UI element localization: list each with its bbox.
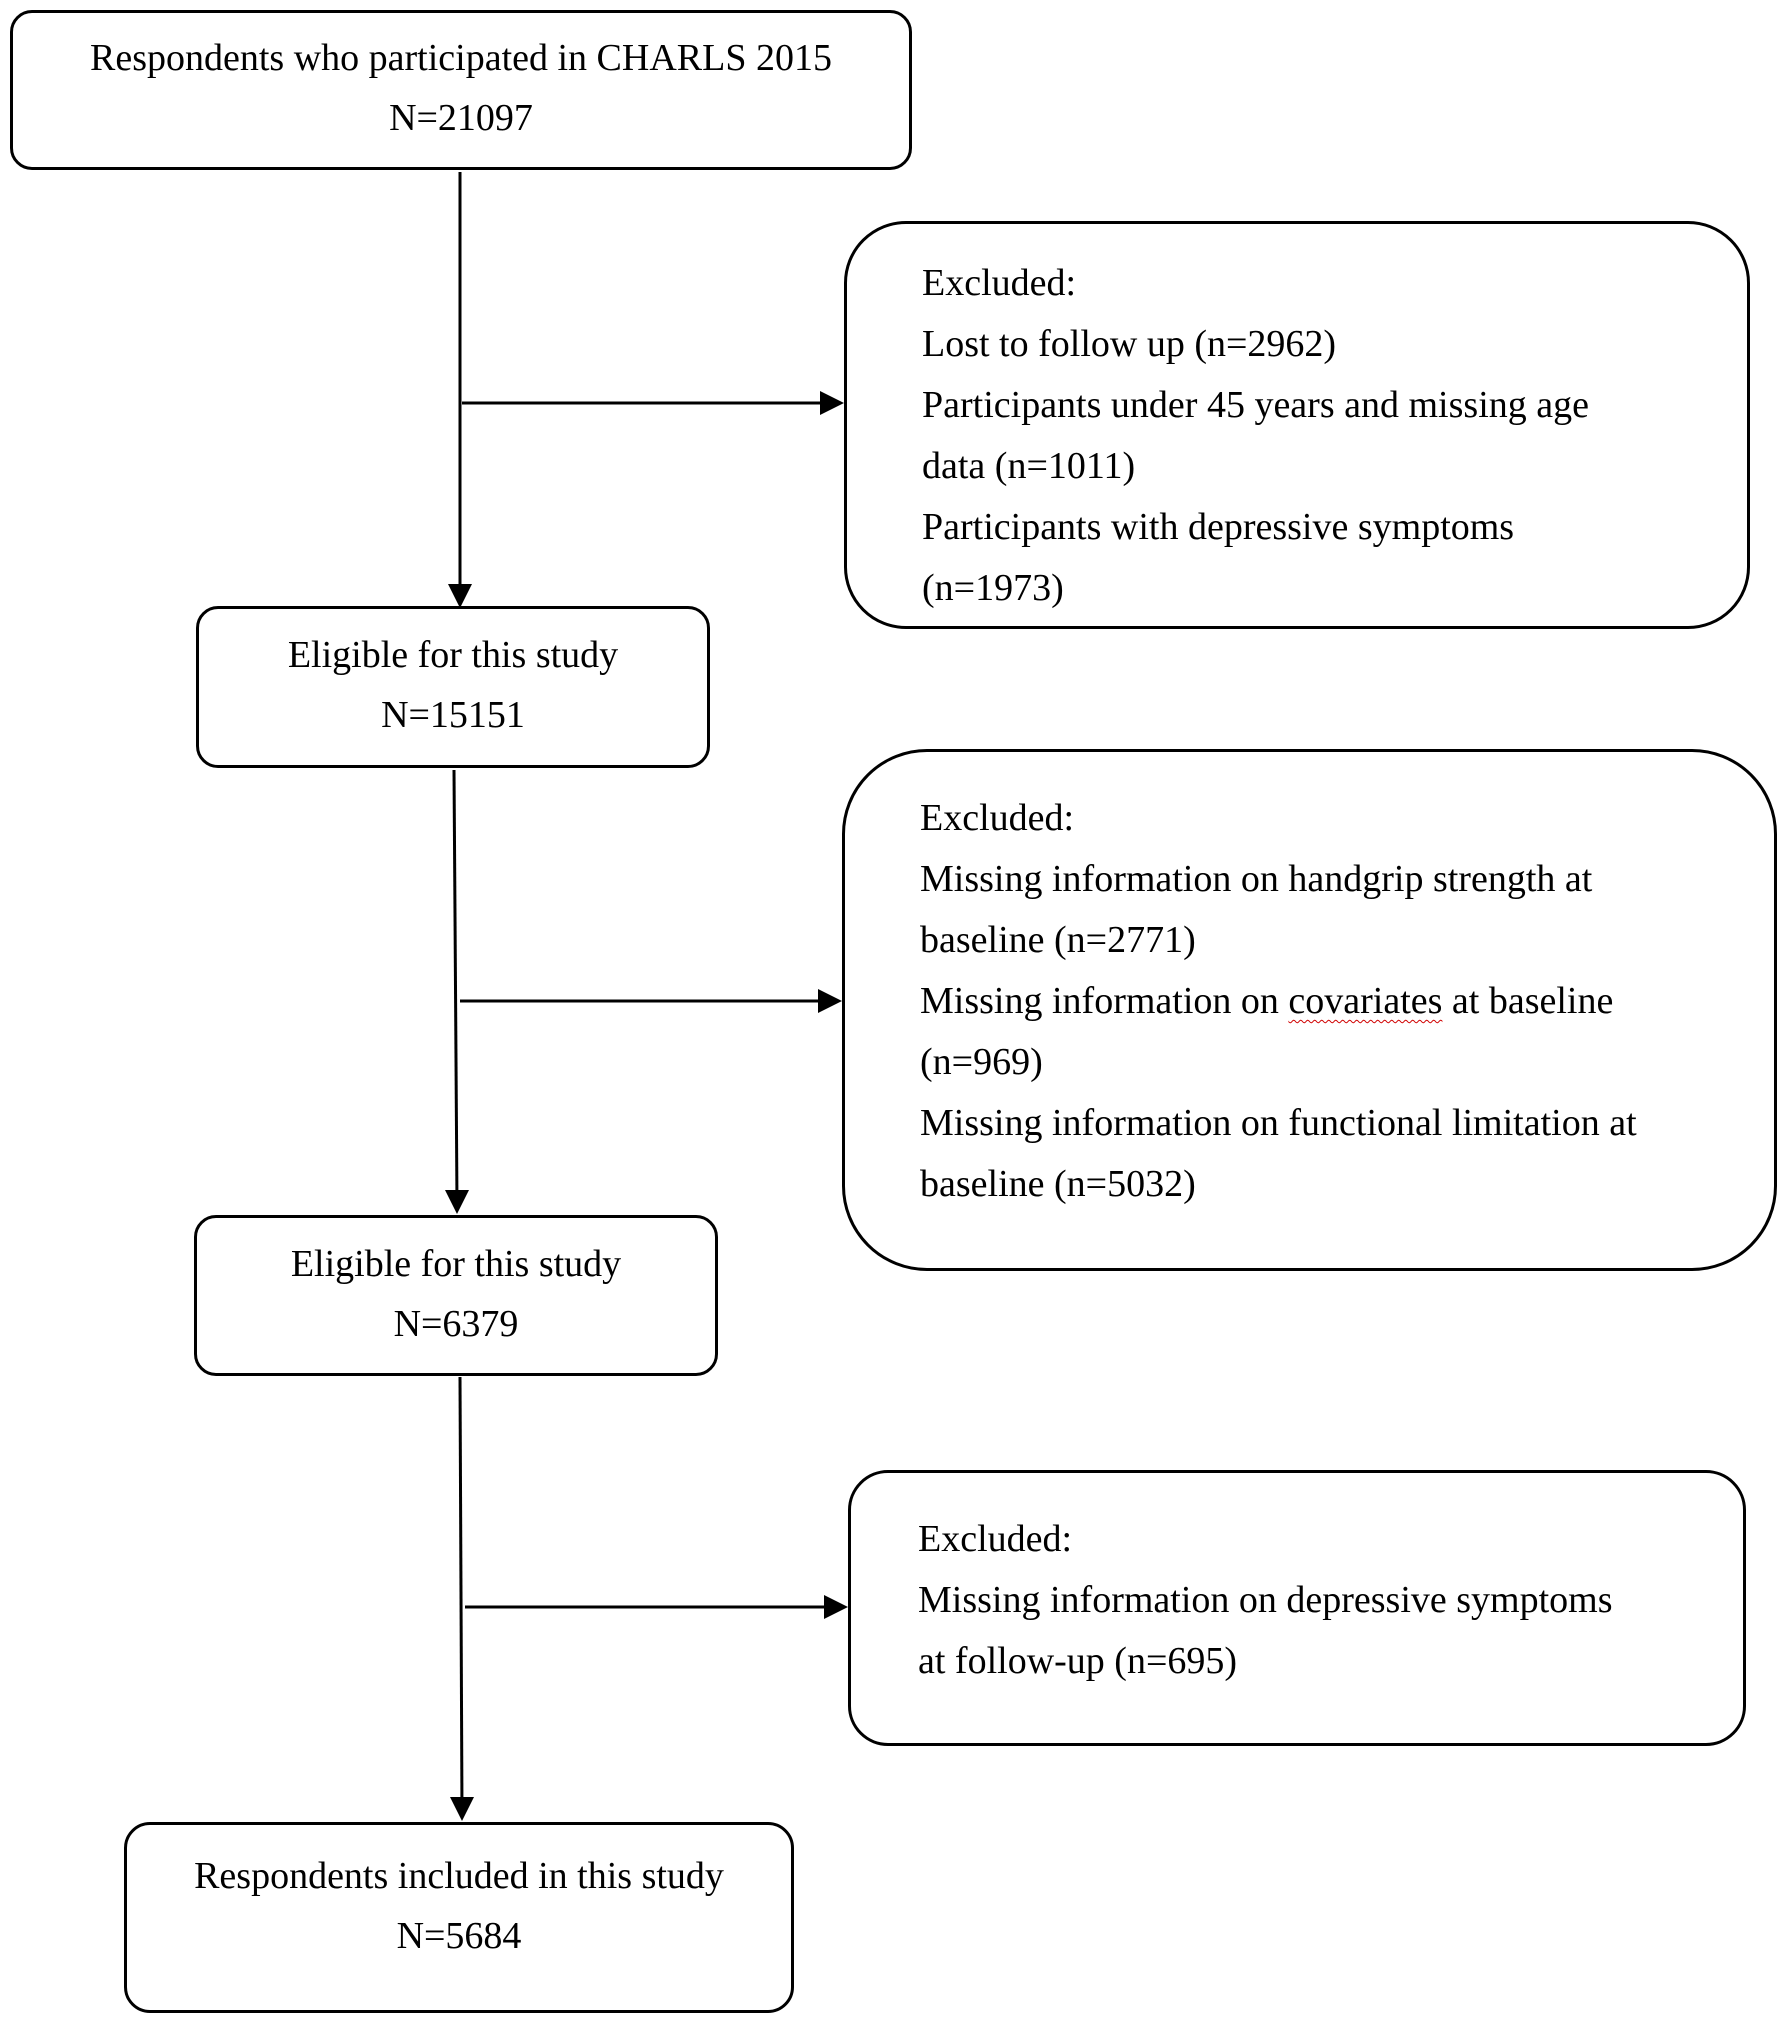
exclusion-covariates: Missing information on covariates at bas…: [920, 980, 1614, 1022]
exclusion-depressive: Participants with depressive symptoms: [922, 506, 1515, 548]
step-box-label: Respondents included in this study: [194, 1855, 724, 1897]
step-box-count: N=6379: [393, 1303, 519, 1345]
step-box-charls-2015: Respondents who participated in CHARLS 2…: [10, 10, 912, 170]
arrowhead-right-2: [818, 989, 842, 1013]
exclusion-lost-to-follow-up: Lost to follow up (n=2962): [922, 323, 1337, 365]
exclusion-functional-count: baseline (n=5032): [920, 1163, 1196, 1205]
exclusion-heading: Excluded:: [918, 1518, 1073, 1560]
exclusion-under-45-count: data (n=1011): [922, 445, 1136, 487]
arrow-step3-to-step4: [458, 1376, 464, 1814]
step-box-label: Respondents who participated in CHARLS 2…: [90, 37, 832, 79]
exclusion-heading: Excluded:: [922, 262, 1077, 304]
exclusion-depressive-followup-count: at follow-up (n=695): [918, 1640, 1238, 1682]
arrowhead-down-1: [448, 584, 472, 608]
step-box-count: N=5684: [396, 1915, 522, 1957]
arrowhead-right-1: [820, 391, 844, 415]
arrow-step2-to-step3: [452, 769, 459, 1206]
exclusion-box-2: Excluded: Missing information on handgri…: [842, 749, 1777, 1271]
step-box-count: N=15151: [381, 694, 525, 736]
arrowhead-right-3: [824, 1595, 848, 1619]
exclusion-box-3: Excluded: Missing information on depress…: [848, 1470, 1746, 1746]
step-box-count: N=21097: [389, 97, 533, 139]
step-box-eligible-1: Eligible for this study N=15151: [196, 606, 710, 768]
exclusion-covariates-count: (n=969): [920, 1041, 1043, 1083]
exclusion-functional: Missing information on functional limita…: [920, 1102, 1637, 1144]
step-box-included: Respondents included in this study N=568…: [124, 1822, 794, 2013]
step-box-eligible-2: Eligible for this study N=6379: [194, 1215, 718, 1376]
exclusion-handgrip: Missing information on handgrip strength…: [920, 858, 1593, 900]
arrowhead-down-3: [450, 1797, 474, 1821]
exclusion-under-45: Participants under 45 years and missing …: [922, 384, 1589, 426]
arrowhead-down-2: [445, 1190, 469, 1214]
exclusion-depressive-followup: Missing information on depressive sympto…: [918, 1579, 1613, 1621]
step-box-label: Eligible for this study: [287, 634, 619, 676]
exclusion-heading: Excluded:: [920, 797, 1075, 839]
exclusion-depressive-count: (n=1973): [922, 567, 1064, 609]
step-box-label: Eligible for this study: [290, 1243, 622, 1285]
exclusion-box-1: Excluded: Lost to follow up (n=2962) Par…: [844, 221, 1750, 629]
exclusion-handgrip-count: baseline (n=2771): [920, 919, 1196, 961]
